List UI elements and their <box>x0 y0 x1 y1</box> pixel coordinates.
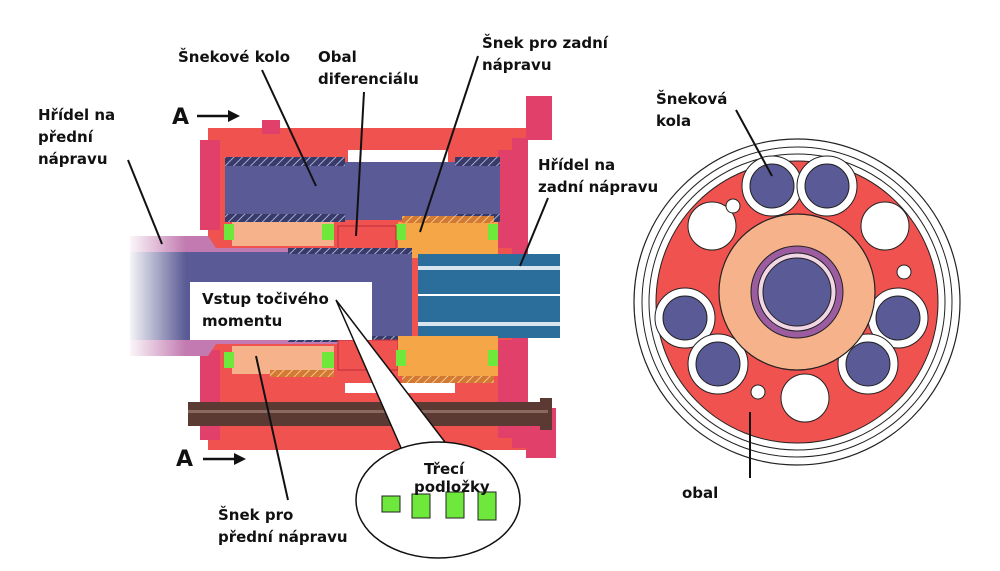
pad-green-1 <box>224 224 234 240</box>
small-hole-3 <box>750 384 766 400</box>
worm-wheel-3 <box>662 295 708 341</box>
label-front-shaft: Hřídel na přední nápravu <box>38 106 163 245</box>
label-housing-text: obal <box>682 484 718 502</box>
pad-sample-2 <box>411 493 431 519</box>
label-rear-shaft-line1: Hřídel na <box>538 156 615 174</box>
worm-wheel-1 <box>749 163 795 209</box>
housing-left-flange-bottom <box>200 350 220 440</box>
label-housing: obal <box>682 412 751 502</box>
front-worm-lower-hatch <box>270 370 334 377</box>
label-worm-wheels-line2: kola <box>656 112 691 130</box>
label-diff-housing-line1: Obal <box>318 48 357 66</box>
friction-pads-callout <box>335 299 521 559</box>
label-worm-wheels: Šneková kola <box>656 89 773 177</box>
rear-worm-upper-hatch <box>402 216 494 223</box>
label-friction-pads-line1: Třecí <box>424 460 465 478</box>
housing-top-boss <box>262 120 280 134</box>
upper-bearing-right-top <box>455 157 500 166</box>
callout-bubble <box>355 441 521 559</box>
section-mark-top-label: A <box>172 105 189 130</box>
rear-worm-lower-hatch <box>402 376 494 383</box>
front-worm-upper <box>232 222 334 246</box>
upper-worm-wheel <box>225 162 500 220</box>
label-friction-pads-line2: podložky <box>414 478 490 496</box>
label-torque-input-line1: Vstup točivého <box>202 290 329 308</box>
pad-green-8 <box>488 350 498 366</box>
label-rear-shaft-line2: zadní nápravu <box>538 178 658 196</box>
lower-bolt <box>188 402 548 426</box>
upper-bearing-left-top <box>225 157 345 166</box>
bore-9 <box>687 201 737 251</box>
label-front-shaft-line3: nápravu <box>38 150 108 168</box>
section-view <box>126 96 560 458</box>
pad-sample-4 <box>477 491 497 521</box>
bore-3 <box>860 201 910 251</box>
pad-green-6 <box>322 352 334 368</box>
pad-green-2 <box>322 224 334 240</box>
label-front-worm-line1: Šnek pro <box>218 505 293 524</box>
worm-wheel-6 <box>845 341 891 387</box>
label-diff-housing: Obal diferenciálu <box>318 48 419 237</box>
section-mark-bottom-label: A <box>176 447 193 472</box>
small-hole-1 <box>725 198 741 214</box>
pad-green-4 <box>488 224 498 240</box>
spline-top <box>288 248 412 254</box>
pad-green-5 <box>224 352 234 368</box>
label-rear-worm: Šnek pro zadní nápravu <box>419 33 609 233</box>
gap-top <box>348 150 448 162</box>
bore-8 <box>780 373 830 423</box>
end-cap-top-lip <box>526 96 552 140</box>
label-worm-wheels-line1: Šneková <box>656 89 727 108</box>
lower-bolt-stripe <box>188 410 548 413</box>
section-mark-bottom: A <box>176 447 246 472</box>
center-shaft <box>762 257 832 327</box>
pad-green-3 <box>396 224 406 240</box>
front-worm-lower <box>232 346 334 374</box>
label-diff-housing-line2: diferenciálu <box>318 70 419 88</box>
pad-green-7 <box>396 350 406 366</box>
front-shaft-fade <box>126 230 186 362</box>
label-torque-input: Vstup točivého momentu <box>202 290 329 330</box>
label-rear-shaft: Hřídel na zadní nápravu <box>519 156 658 267</box>
label-front-worm: Šnek pro přední nápravu <box>218 355 348 546</box>
label-front-worm-line2: přední nápravu <box>218 528 348 546</box>
lower-bolt-head <box>540 398 552 430</box>
label-rear-worm-line2: nápravu <box>482 56 552 74</box>
housing-left-flange-top <box>200 140 220 230</box>
label-front-shaft-line1: Hřídel na <box>38 106 115 124</box>
label-worm-wheel: Šnekové kolo <box>178 47 317 187</box>
rear-worm-lower <box>398 336 498 376</box>
label-rear-worm-line1: Šnek pro zadní <box>482 33 609 52</box>
section-mark-top: A <box>172 105 240 130</box>
upper-bearing-left-bot <box>225 214 345 222</box>
worm-wheel-4 <box>875 295 921 341</box>
end-view <box>633 138 961 466</box>
label-front-shaft-line2: přední <box>38 128 94 146</box>
rear-shaft-white-line <box>418 294 560 296</box>
worm-wheel-5 <box>695 341 741 387</box>
rear-worm-upper <box>398 222 498 258</box>
label-torque-input-line2: momentu <box>202 312 282 330</box>
label-friction-pads: Třecí podložky <box>414 460 490 496</box>
label-worm-wheel-text: Šnekové kolo <box>178 47 290 66</box>
worm-wheel-2 <box>804 163 850 209</box>
pad-sample-1 <box>381 495 401 513</box>
pad-sample-3 <box>445 491 465 519</box>
diff-housing-center <box>337 225 397 253</box>
small-hole-2 <box>896 264 912 280</box>
